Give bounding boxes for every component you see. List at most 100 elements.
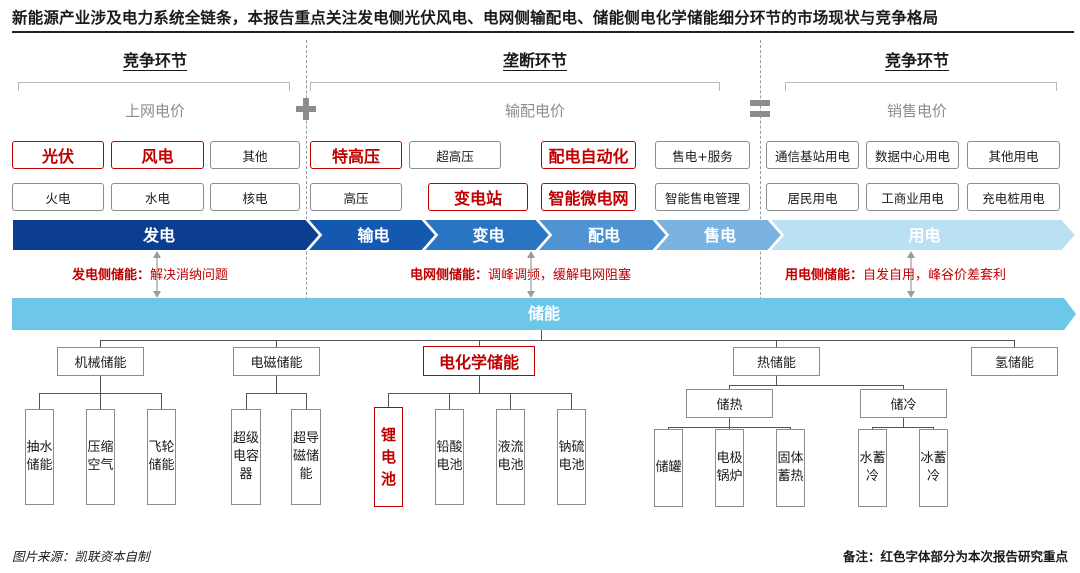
item-wind: 风电 bbox=[111, 141, 204, 169]
double-arrow-icon bbox=[153, 251, 161, 298]
item-datacenter-power: 数据中心用电 bbox=[866, 141, 959, 169]
chain-segment-consumption bbox=[767, 219, 1076, 251]
tree-line bbox=[872, 427, 934, 428]
section-divider-2 bbox=[760, 40, 761, 300]
tree-line bbox=[668, 427, 669, 429]
tree-line bbox=[100, 393, 101, 409]
tree-line bbox=[161, 393, 162, 409]
chain-label-consumption: 用电 bbox=[908, 226, 940, 245]
item-gen-other: 其他 bbox=[210, 141, 300, 169]
item-sales-service: 售电+服务 bbox=[655, 141, 750, 169]
item-charging: 充电桩用电 bbox=[967, 183, 1060, 211]
chain-label-generation: 发电 bbox=[142, 226, 175, 245]
page-title: 新能源产业涉及电力系统全链条，本报告重点关注发电侧光伏风电、电网侧输配电、储能侧… bbox=[12, 8, 939, 27]
tree-line bbox=[903, 385, 904, 389]
item-ehv: 超高压 bbox=[409, 141, 501, 169]
section-divider-1 bbox=[306, 40, 307, 300]
annotation-value: 解决消纳问题 bbox=[150, 268, 229, 283]
annotation-key: 用电侧储能 bbox=[785, 268, 851, 283]
storage-sodium-sulfur: 钠硫电池 bbox=[557, 409, 586, 505]
chain-segment-transmission bbox=[305, 219, 438, 251]
annotation-user-storage: 用电侧储能：自发自用，峰谷价差套利 bbox=[785, 268, 1007, 283]
tree-line bbox=[276, 340, 277, 348]
storage-compressed-air: 压缩空气 bbox=[86, 409, 115, 505]
annotation-key: 发电侧储能 bbox=[72, 268, 138, 283]
equals-icon bbox=[750, 100, 770, 118]
chain-segment-distribution bbox=[535, 219, 669, 251]
section-heading-generation: 竞争环节 bbox=[122, 51, 187, 70]
item-nuclear: 核电 bbox=[210, 183, 300, 211]
tree-line bbox=[872, 427, 873, 429]
plus-icon bbox=[296, 98, 316, 120]
annotation-key: 电网侧储能 bbox=[410, 268, 476, 283]
section-bracket-grid bbox=[310, 82, 720, 91]
tree-line bbox=[510, 393, 511, 409]
chain-label-sales: 售电 bbox=[704, 226, 736, 245]
section-bracket-generation bbox=[18, 82, 290, 91]
storage-band bbox=[12, 298, 1076, 330]
tree-line bbox=[306, 393, 307, 409]
tree-line bbox=[276, 376, 277, 394]
storage-label: 储能 bbox=[527, 304, 560, 323]
chain-segment-sales bbox=[652, 219, 784, 251]
tree-line bbox=[729, 385, 903, 386]
thermal-heat-storage: 储热 bbox=[686, 389, 773, 418]
item-substation: 变电站 bbox=[428, 183, 528, 211]
tree-line bbox=[729, 385, 730, 389]
annotation-value: 调峰调频，缓解电网阻塞 bbox=[488, 268, 632, 283]
tree-line bbox=[776, 340, 777, 348]
tree-line bbox=[933, 427, 934, 429]
tree-line bbox=[388, 393, 571, 394]
thermal-cold-storage: 储冷 bbox=[860, 389, 947, 418]
tree-line bbox=[246, 393, 247, 409]
chain-label-transmission: 输电 bbox=[357, 226, 389, 245]
heat-electrode-boiler: 电极锅炉 bbox=[715, 429, 744, 507]
item-commercial: 工商业用电 bbox=[866, 183, 959, 211]
category-hydrogen: 氢储能 bbox=[971, 347, 1058, 376]
tree-line bbox=[100, 340, 101, 348]
heat-solid-storage: 固体蓄热 bbox=[776, 429, 805, 507]
tree-line bbox=[729, 427, 730, 429]
value-chain: 发电输电变电配电售电用电 bbox=[12, 219, 1076, 251]
tree-line bbox=[100, 376, 101, 394]
tree-line bbox=[388, 393, 389, 407]
double-arrow-icon bbox=[907, 251, 915, 298]
item-telecom-power: 通信基站用电 bbox=[766, 141, 859, 169]
chain-label-distribution: 配电 bbox=[588, 226, 620, 245]
storage-flow-battery: 液流电池 bbox=[496, 409, 525, 505]
tree-line bbox=[246, 393, 306, 394]
storage-lead-acid: 铅酸电池 bbox=[435, 409, 464, 505]
section-bracket-retail bbox=[785, 82, 1057, 91]
tree-line bbox=[1014, 340, 1015, 348]
category-mechanical: 机械储能 bbox=[57, 347, 144, 376]
annotation-generation-storage: 发电侧储能：解决消纳问题 bbox=[72, 268, 229, 283]
item-thermal: 火电 bbox=[12, 183, 104, 211]
tree-line bbox=[479, 376, 480, 394]
heat-tank: 储罐 bbox=[654, 429, 683, 507]
category-electrochemical: 电化学储能 bbox=[423, 346, 535, 376]
storage-lithium-battery: 锂电池 bbox=[374, 407, 403, 507]
tree-line bbox=[571, 393, 572, 409]
item-microgrid: 智能微电网 bbox=[541, 183, 636, 211]
section-heading-retail: 竞争环节 bbox=[884, 51, 949, 70]
storage-superconducting: 超导磁储能 bbox=[291, 409, 321, 505]
tree-line bbox=[790, 427, 791, 429]
storage-flywheel: 飞轮储能 bbox=[147, 409, 176, 505]
footer-note: 备注：红色字体部分为本次报告研究重点 bbox=[842, 549, 1068, 564]
item-smart-sales: 智能售电管理 bbox=[655, 183, 750, 211]
category-thermal: 热储能 bbox=[733, 347, 820, 376]
item-distribution-automation: 配电自动化 bbox=[541, 141, 636, 169]
tree-line bbox=[776, 376, 777, 386]
tree-line bbox=[541, 330, 542, 341]
title-rule bbox=[12, 31, 1074, 33]
item-pv: 光伏 bbox=[12, 141, 104, 169]
storage-pumped-hydro: 抽水储能 bbox=[25, 409, 54, 505]
item-residential: 居民用电 bbox=[766, 183, 859, 211]
footer-source: 图片来源：凯联资本自制 bbox=[12, 549, 150, 564]
tree-line bbox=[100, 340, 1014, 341]
item-uhv: 特高压 bbox=[310, 141, 402, 169]
tree-line bbox=[39, 393, 40, 409]
cold-ice-storage: 冰蓄冷 bbox=[919, 429, 948, 507]
tree-line bbox=[479, 340, 480, 348]
cold-water-storage: 水蓄冷 bbox=[858, 429, 887, 507]
